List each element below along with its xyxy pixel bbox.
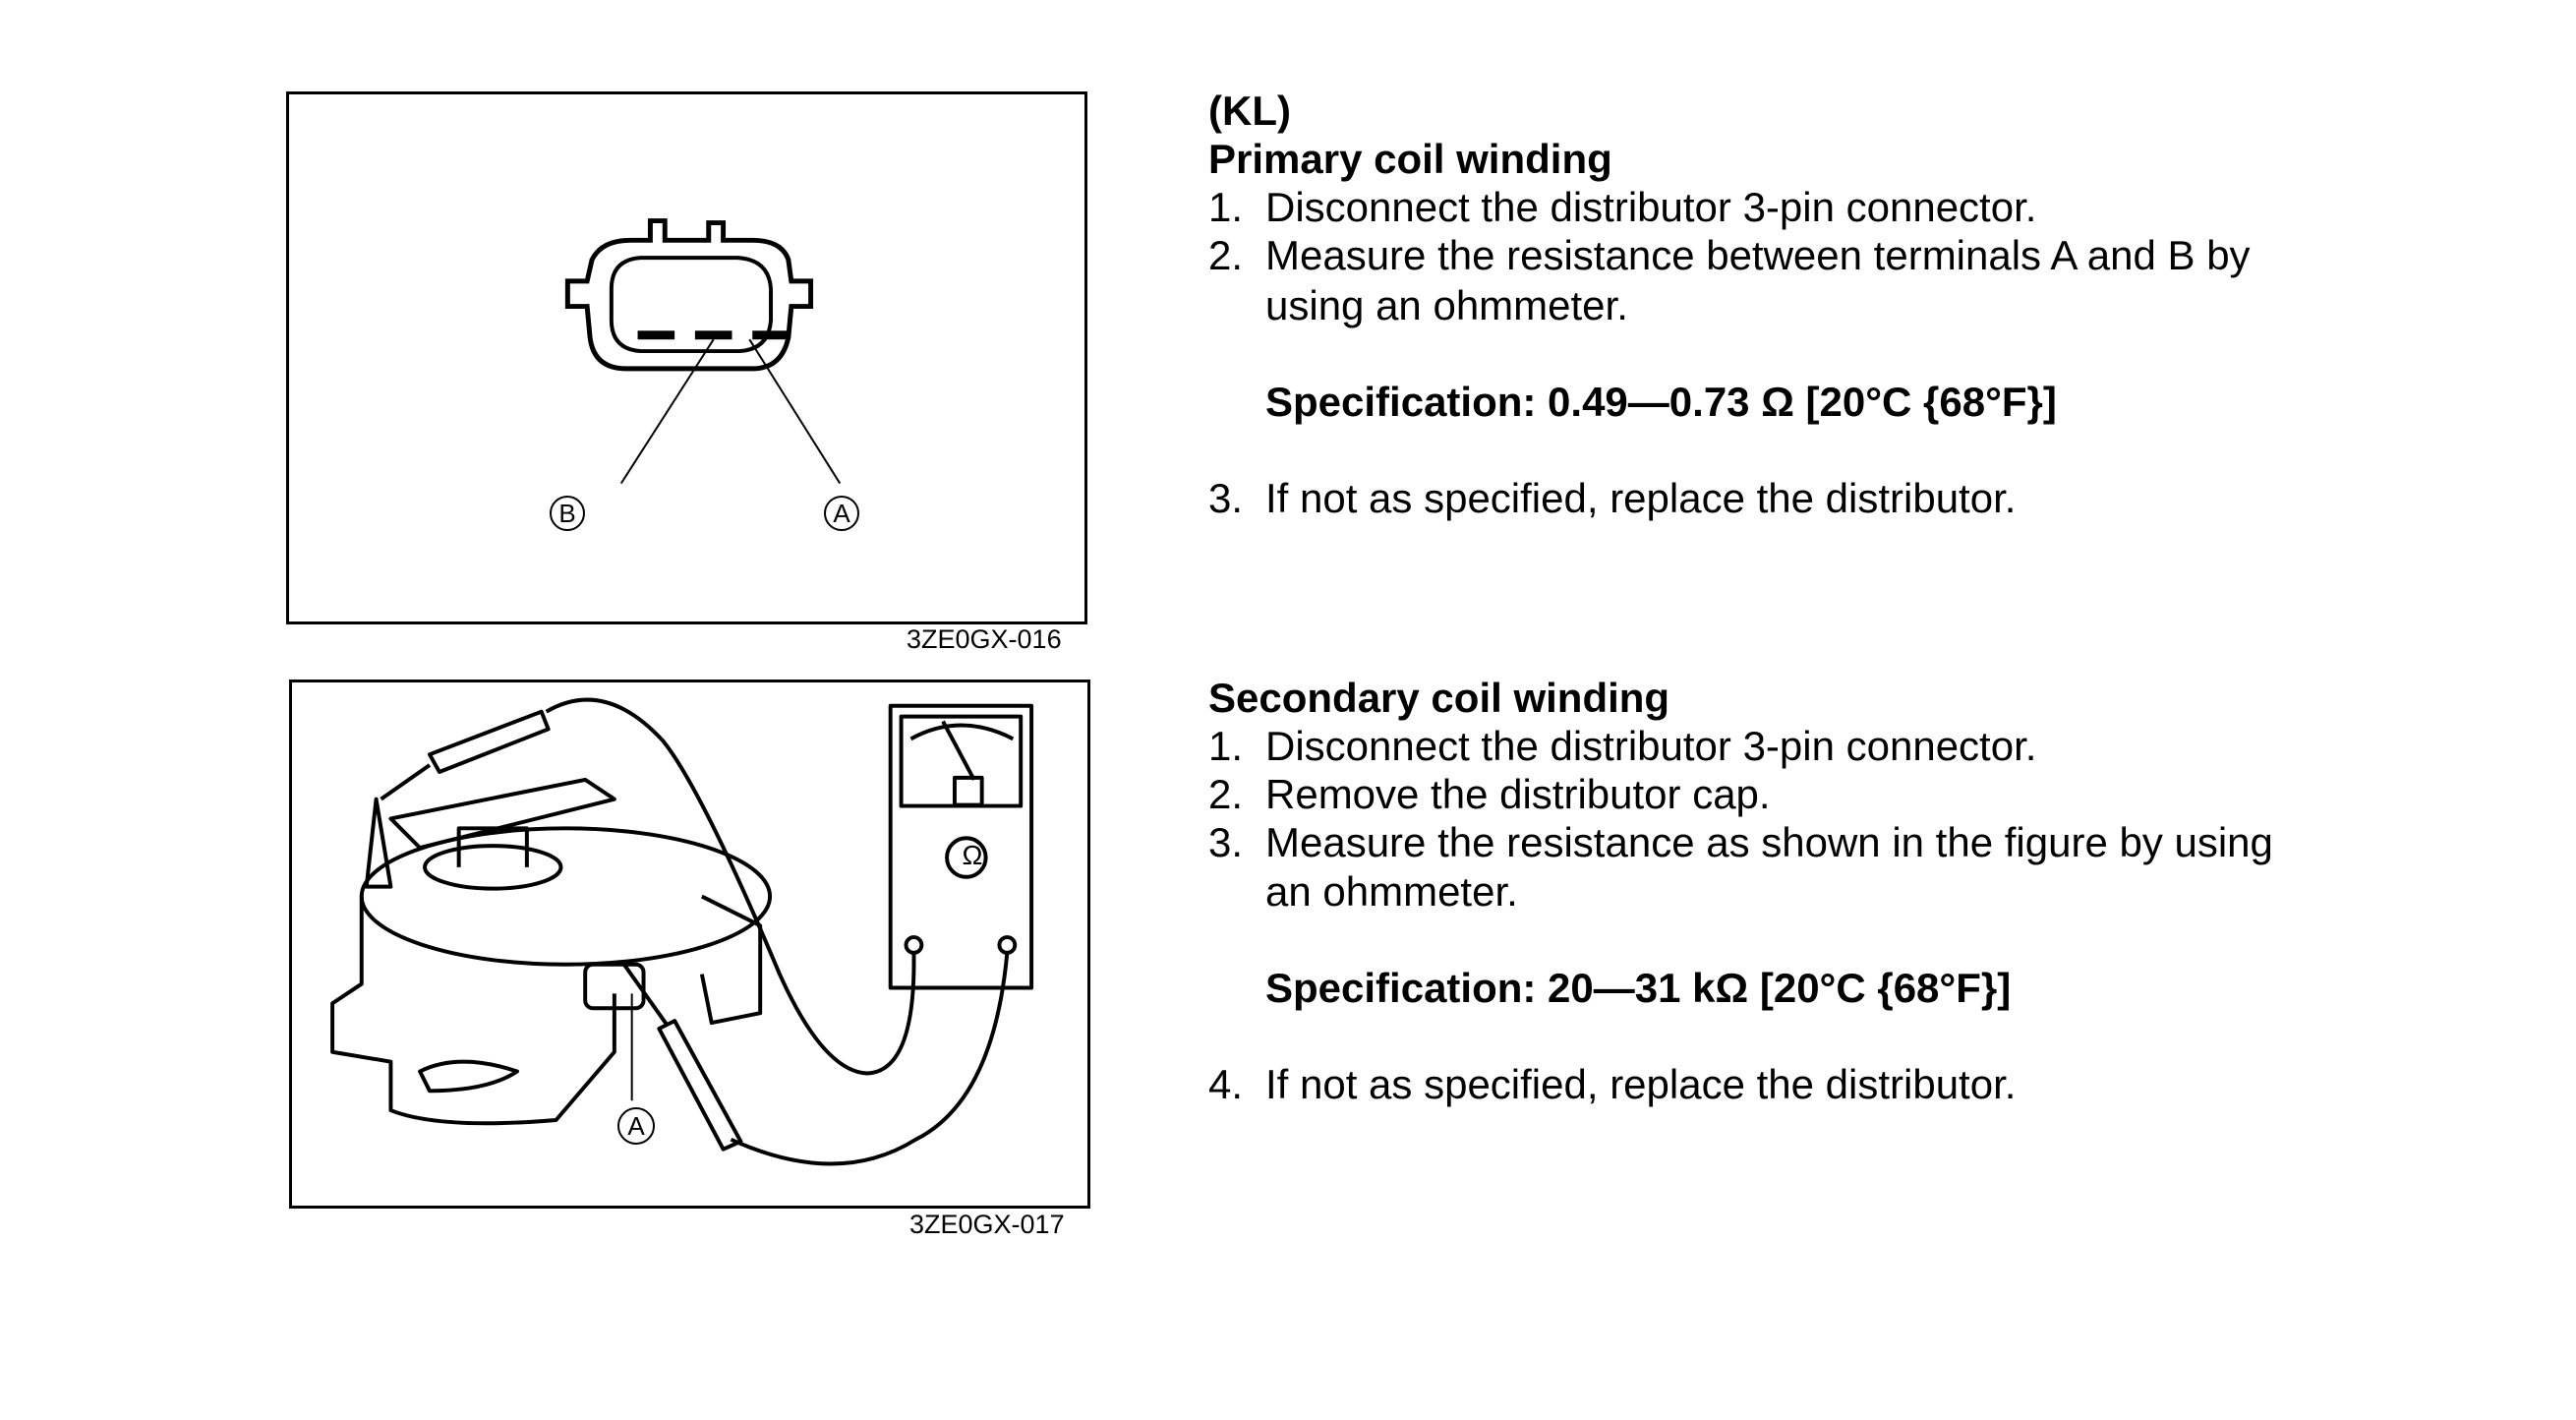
terminal-label-b: B xyxy=(550,496,585,531)
primary-step-3: 3.If not as specified, replace the distr… xyxy=(1208,475,2017,521)
secondary-specification: Specification: 20—31 kΩ [20°C {68°F}] xyxy=(1265,965,2012,1011)
secondary-step-3-cont: an ohmmeter. xyxy=(1265,868,1518,915)
secondary-step-4: 4.If not as specified, replace the distr… xyxy=(1208,1061,2017,1107)
primary-step-2-cont: using an ohmmeter. xyxy=(1265,282,1628,328)
secondary-heading: Secondary coil winding xyxy=(1208,675,1670,721)
connector-figure: B A xyxy=(286,91,1087,624)
leader-line-b xyxy=(619,338,715,485)
connector-label-a: A xyxy=(617,1107,655,1145)
distributor-ohmmeter-illustration xyxy=(330,697,1034,1166)
primary-step-1: 1.Disconnect the distributor 3-pin conne… xyxy=(1208,184,2037,230)
terminal-label-a: A xyxy=(824,496,859,531)
secondary-step-2: 2.Remove the distributor cap. xyxy=(1208,771,1771,817)
leader-line-a xyxy=(748,338,842,485)
figure-caption: 3ZE0GX-017 xyxy=(909,1210,1065,1239)
connector-illustration xyxy=(564,218,842,485)
figure-caption: 3ZE0GX-016 xyxy=(907,624,1062,654)
secondary-step-3: 3.Measure the resistance as shown in the… xyxy=(1208,819,2273,865)
terminal-pins xyxy=(637,330,790,340)
ohmmeter-body xyxy=(888,703,1034,990)
ohmmeter-test-figure: Ω A xyxy=(289,680,1090,1209)
secondary-step-1: 1.Disconnect the distributor 3-pin conne… xyxy=(1208,723,2037,769)
primary-step-2: 2.Measure the resistance between termina… xyxy=(1208,232,2251,278)
primary-heading: Primary coil winding xyxy=(1208,136,1612,182)
ohm-symbol: Ω xyxy=(962,840,983,870)
primary-specification: Specification: 0.49—0.73 Ω [20°C {68°F}] xyxy=(1265,379,2057,425)
model-heading: (KL) xyxy=(1208,88,1291,134)
